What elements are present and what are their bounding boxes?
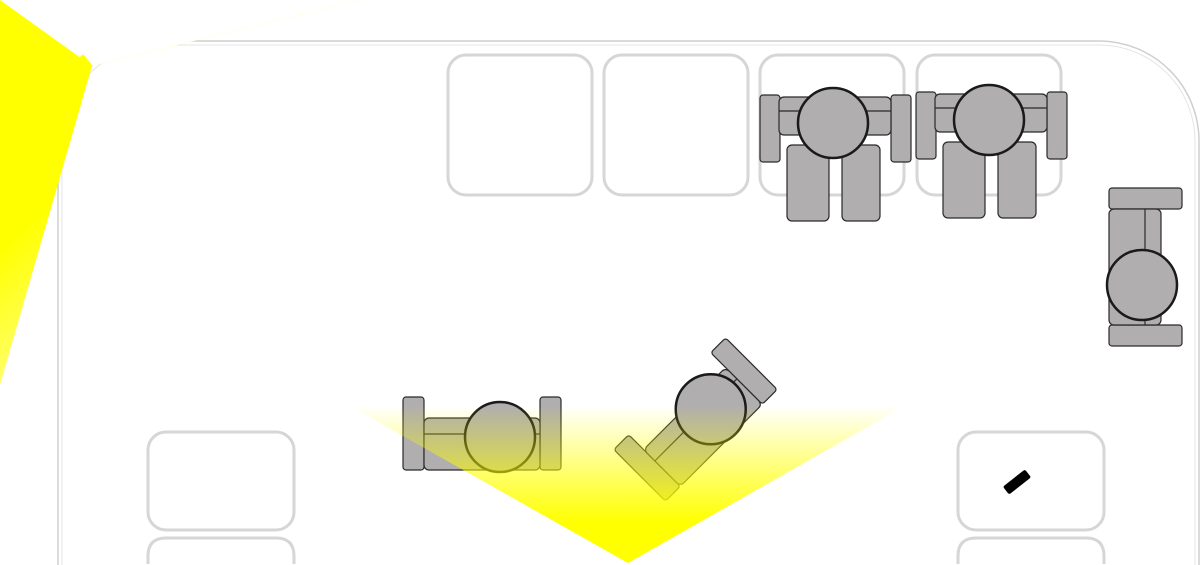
empty-chair xyxy=(446,53,594,197)
empty-chair xyxy=(602,53,750,197)
empty-chair xyxy=(956,430,1106,532)
empty-chair xyxy=(956,536,1106,564)
empty-chair xyxy=(146,536,296,564)
person-seated xyxy=(914,83,1069,220)
person-seated xyxy=(1105,186,1184,348)
camera-fov-top-left xyxy=(0,0,360,385)
person-seated xyxy=(758,86,913,223)
camera-fov-bottom xyxy=(348,405,906,563)
device-icon xyxy=(1003,470,1031,494)
camera-icon xyxy=(67,54,93,78)
empty-chair xyxy=(146,430,296,532)
